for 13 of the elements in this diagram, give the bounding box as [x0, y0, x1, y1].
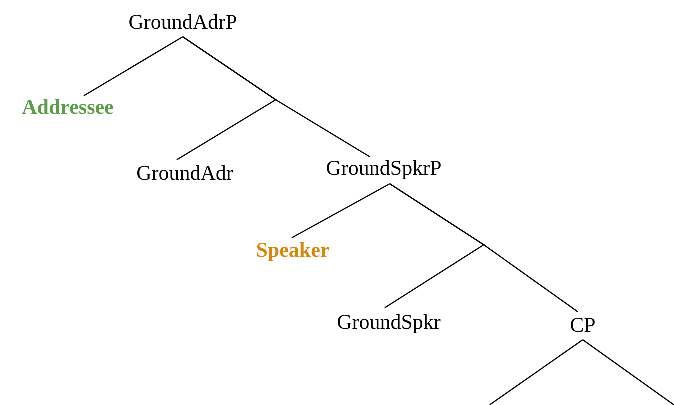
- tree-branch: [490, 340, 584, 405]
- tree-branch: [84, 36, 184, 97]
- tree-node-label: CP: [570, 314, 596, 336]
- tree-node-label: GroundSpkr: [337, 311, 441, 333]
- tree-node-label: GroundAdrP: [128, 11, 238, 33]
- tree-branch: [292, 183, 390, 239]
- tree-node-label: GroundSpkrP: [326, 157, 442, 179]
- tree-branch: [390, 184, 578, 312]
- tree-node-label: GroundAdr: [136, 162, 234, 184]
- tree-node-label: Addressee: [22, 96, 114, 118]
- tree-branch: [582, 340, 674, 405]
- tree-node-label: Speaker: [256, 239, 330, 261]
- tree-branch: [182, 36, 370, 158]
